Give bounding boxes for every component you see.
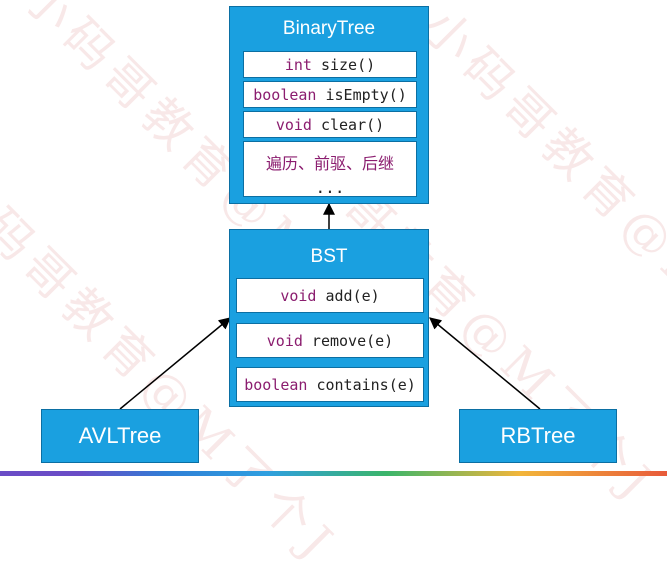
- bst-class: BST void add(e) void remove(e) boolean c…: [229, 229, 429, 407]
- method-remove: void remove(e): [236, 323, 424, 358]
- method-add: void add(e): [236, 278, 424, 313]
- method-isempty: boolean isEmpty(): [243, 81, 417, 108]
- arrow-rbtree-to-bst: [429, 317, 541, 410]
- bst-title: BST: [310, 246, 348, 267]
- avltree-class: AVLTree: [41, 409, 199, 463]
- traversal-note: 遍历、前驱、后继 ...: [243, 141, 417, 197]
- bottom-color-stripe: [0, 471, 667, 476]
- rbtree-class: RBTree: [459, 409, 617, 463]
- method-clear: void clear(): [243, 111, 417, 138]
- method-contains: boolean contains(e): [236, 367, 424, 402]
- binarytree-class: BinaryTree int size() boolean isEmpty() …: [229, 6, 429, 204]
- binarytree-title: BinaryTree: [282, 18, 376, 39]
- method-size: int size(): [243, 51, 417, 78]
- arrow-avltree-to-bst: [119, 317, 231, 410]
- inheritance-arrows: [119, 202, 541, 410]
